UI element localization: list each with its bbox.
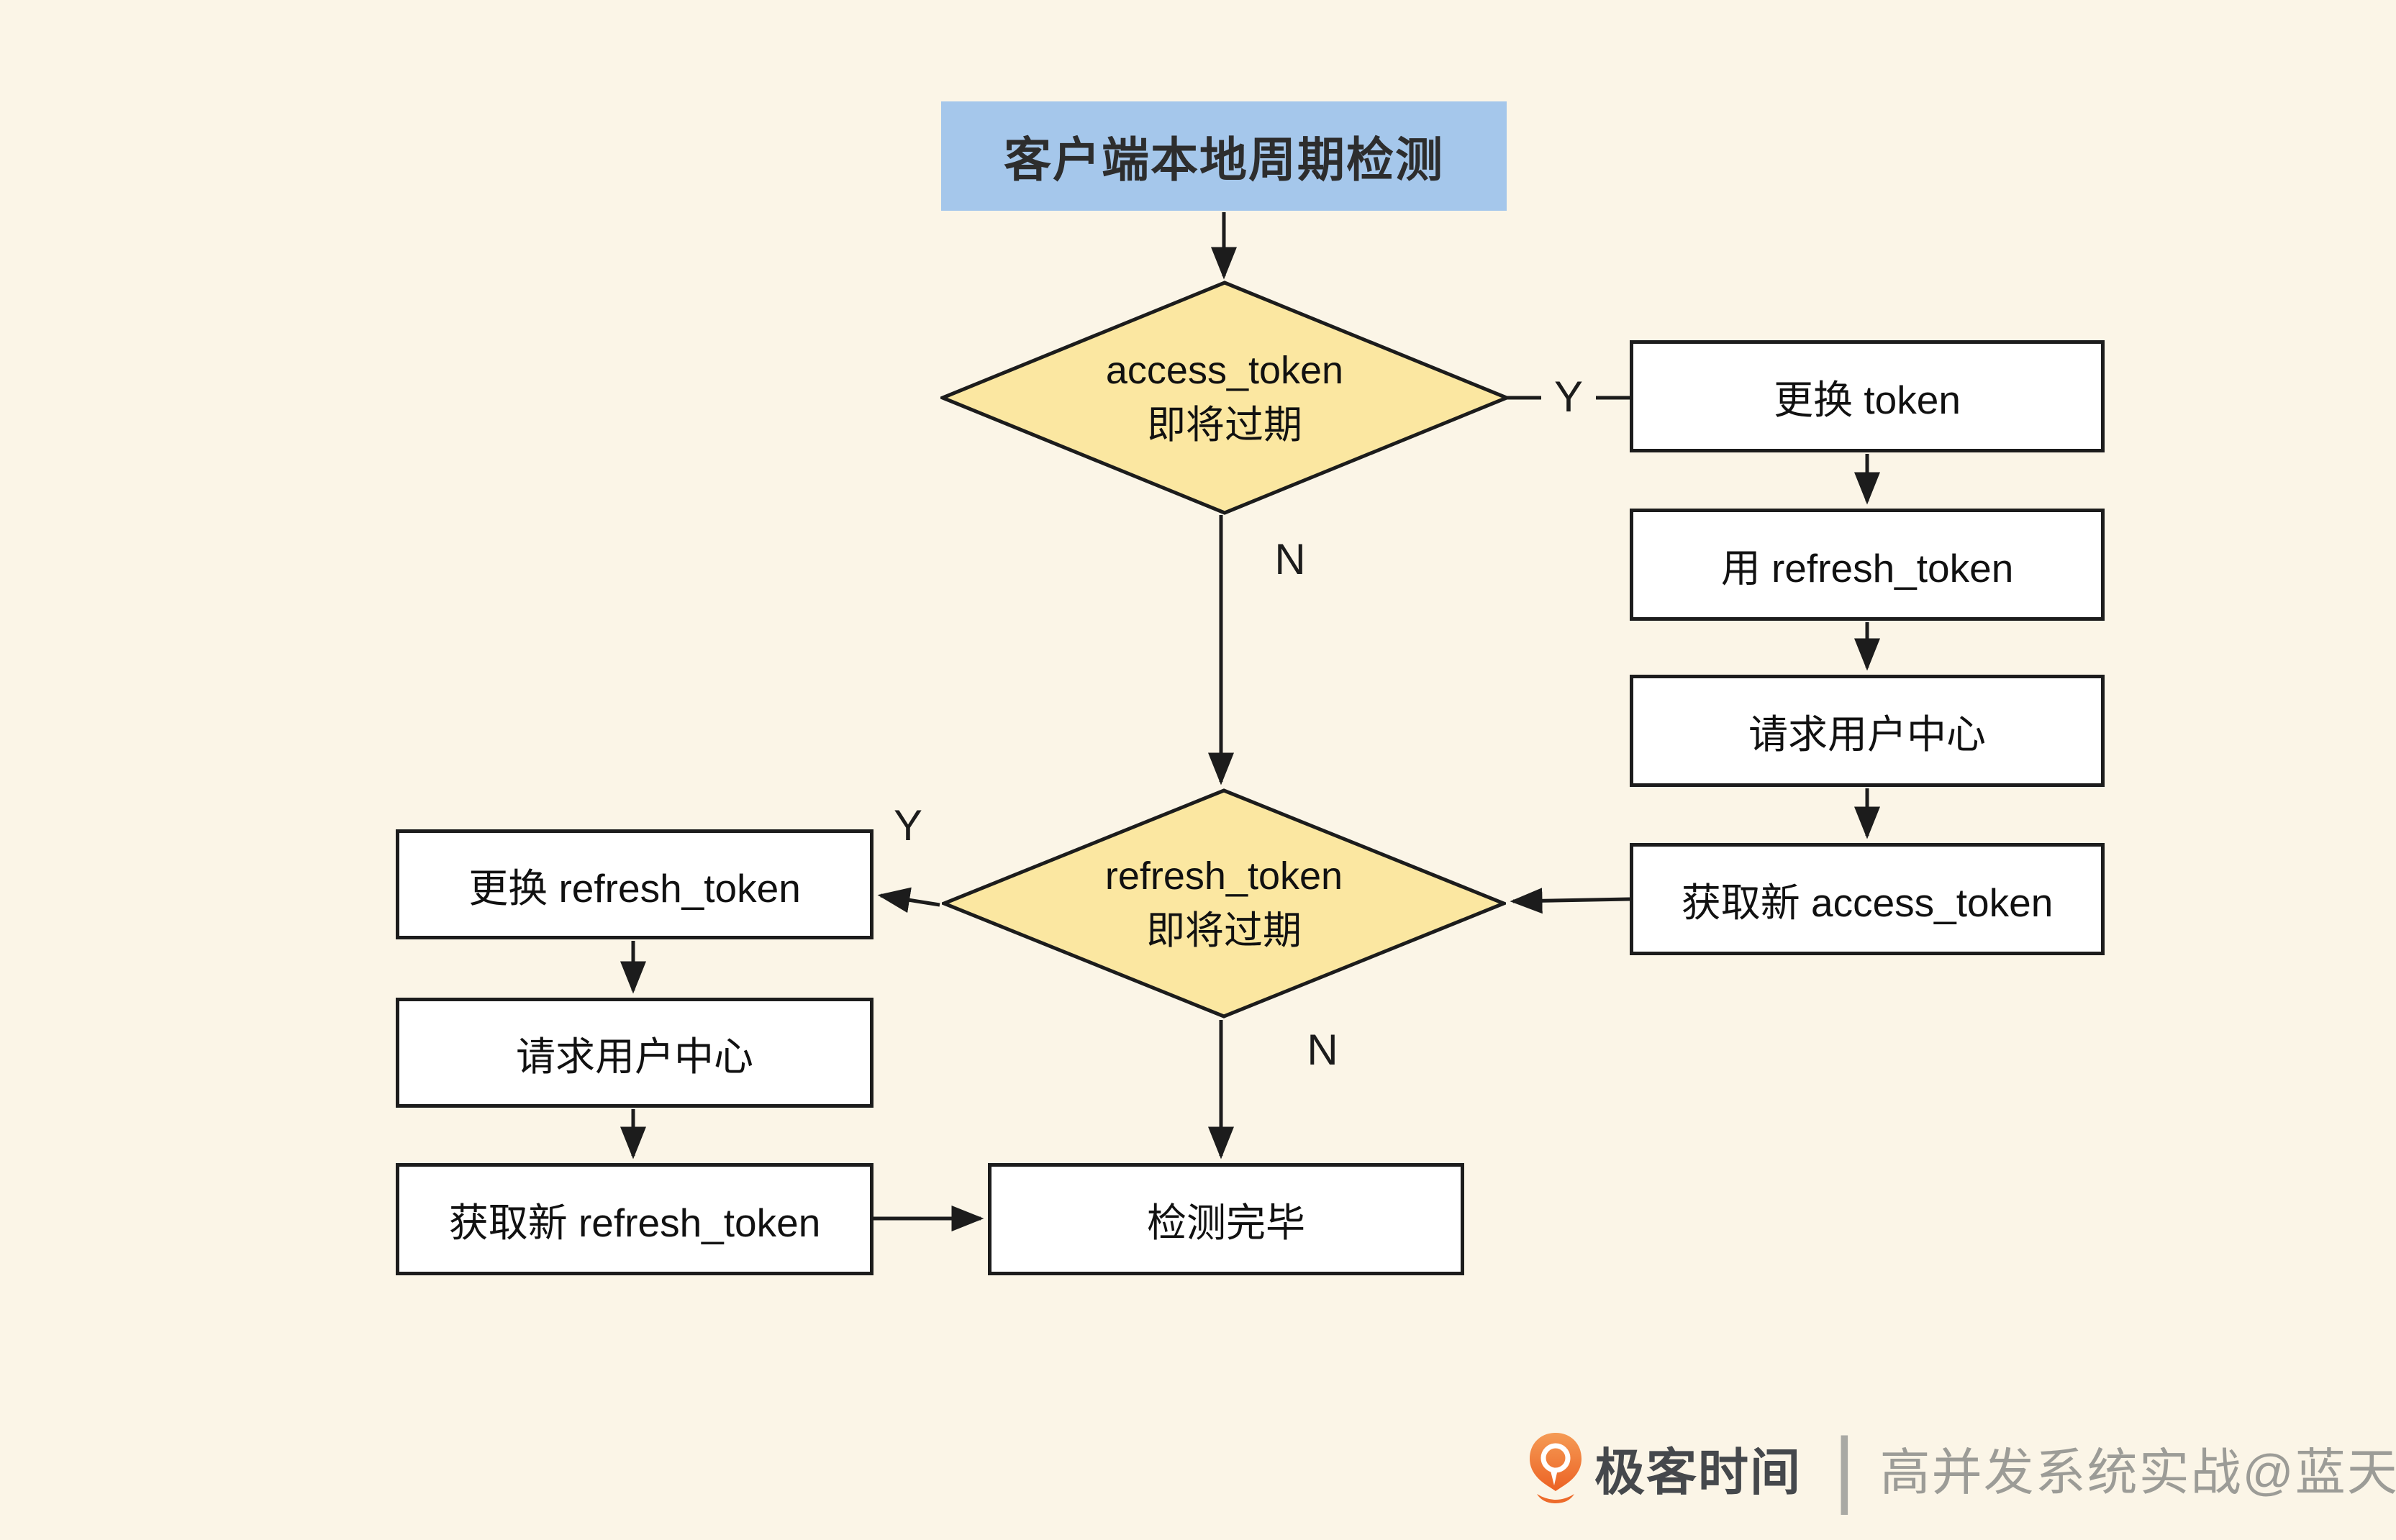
step-replace-token: 更换 token: [1630, 340, 2105, 452]
branch-label-decision2-yes: Y: [893, 801, 923, 849]
branch-label-decision2-no: N: [1307, 1026, 1338, 1074]
footer-credit: 高并发系统实战@蓝天: [1879, 1444, 2396, 1500]
footer-divider: |: [1833, 1421, 1856, 1516]
step-request-user-center-right: 请求用户中心: [1630, 675, 2105, 787]
branch-label-decision1-no: N: [1274, 535, 1306, 583]
title-node: 客户端本地周期检测: [941, 101, 1507, 211]
step-use-refresh-token: 用 refresh_token: [1630, 509, 2105, 621]
step-request-user-center-left: 请求用户中心: [396, 998, 873, 1108]
end-node-detection-complete: 检测完毕: [988, 1163, 1464, 1275]
branch-label-decision1-yes: Y: [1553, 373, 1584, 421]
geektime-logo-icon: [1530, 1433, 1582, 1503]
step-get-new-refresh-token: 获取新 refresh_token: [396, 1163, 873, 1275]
footer-brand: 极客时间: [1594, 1444, 1802, 1500]
step-get-new-access-token: 获取新 access_token: [1630, 843, 2105, 955]
step-replace-refresh-token: 更换 refresh_token: [396, 829, 873, 939]
footer-watermark: 极客时间 | 高并发系统实战@蓝天: [1528, 1426, 2396, 1511]
